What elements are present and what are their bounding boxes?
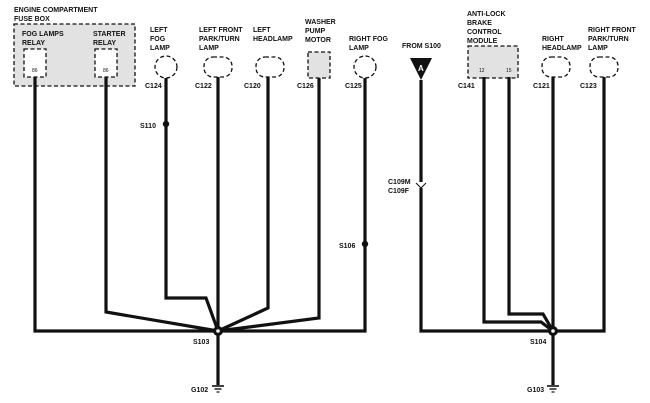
c126-label: C126 — [297, 83, 314, 90]
splice-s110 — [162, 120, 170, 128]
right-front-park-turn-lamp — [589, 56, 619, 78]
c124-label: C124 — [145, 83, 162, 90]
ground-g103-icon — [547, 385, 559, 393]
wire-left-fog-lamp — [164, 78, 220, 332]
abs-label-4: MODULE — [467, 38, 498, 45]
wire-s100-lower — [419, 188, 553, 333]
rf-park-turn-label-1: RIGHT FRONT — [588, 27, 637, 34]
fog-relay-pin: 86 — [32, 68, 38, 74]
starter-relay-label-2: RELAY — [93, 40, 116, 47]
washer-pump-motor — [307, 51, 331, 79]
fuse-box-title-2: FUSE BOX — [14, 16, 50, 23]
abs-pin-15: 15 — [506, 68, 512, 74]
c109-connector-icon — [415, 182, 427, 189]
abs-control-module — [467, 45, 519, 79]
c109m-label: C109M — [388, 179, 411, 186]
left-headlamp — [255, 56, 285, 78]
starter-relay-label-1: STARTER — [93, 31, 126, 38]
ground-g102-icon — [212, 385, 224, 393]
splice-s103-center — [216, 329, 220, 333]
washer-label-2: PUMP — [305, 28, 326, 35]
rf-park-turn-label-3: LAMP — [588, 45, 608, 52]
right-headlamp-label-1: RIGHT — [542, 36, 565, 43]
left-headlamp-label-2: HEADLAMP — [253, 36, 293, 43]
from-s100-symbol: A — [418, 64, 424, 73]
wire-fog-relay — [33, 77, 218, 333]
c123-label: C123 — [580, 83, 597, 90]
fuse-box-title-1: ENGINE COMPARTMENT — [14, 7, 98, 14]
wire-washer-pump — [217, 78, 321, 333]
wire-abs-pin-15 — [507, 77, 555, 332]
from-s100-label: FROM S100 — [402, 43, 441, 50]
wire-right-front-park-turn — [553, 77, 606, 333]
s104-label: S104 — [530, 339, 546, 346]
rf-park-turn-label-2: PARK/TURN — [588, 36, 629, 43]
washer-label-1: WASHER — [305, 19, 336, 26]
abs-label-1: ANTI-LOCK — [467, 11, 506, 18]
from-s100-arrow-icon — [410, 58, 432, 80]
c120-label: C120 — [244, 83, 261, 90]
g103-label: G103 — [527, 387, 544, 394]
splice-s104-center — [551, 329, 555, 333]
left-fog-lamp-label-2: FOG — [150, 36, 166, 43]
c122-label: C122 — [195, 83, 212, 90]
right-fog-lamp — [353, 55, 377, 79]
abs-label-2: BRAKE — [467, 20, 492, 27]
wire-left-headlamp — [217, 77, 270, 333]
right-headlamp — [541, 56, 571, 78]
abs-label-3: CONTROL — [467, 29, 502, 36]
fog-relay-label-1: FOG LAMPS — [22, 31, 64, 38]
wire-right-fog-lamp — [218, 78, 367, 333]
right-fog-lamp-label-1: RIGHT FOG — [349, 36, 388, 43]
lf-park-turn-label-2: PARK/TURN — [199, 36, 240, 43]
left-fog-lamp — [154, 55, 178, 79]
wire-starter-relay — [104, 77, 219, 333]
s106-label: S106 — [339, 243, 355, 250]
splice-s106 — [361, 240, 369, 248]
washer-label-3: MOTOR — [305, 37, 331, 44]
right-fog-lamp-label-2: LAMP — [349, 45, 369, 52]
abs-pin-12: 12 — [479, 68, 485, 74]
lf-park-turn-label-1: LEFT FRONT — [199, 27, 243, 34]
starter-relay-pin: 86 — [103, 68, 109, 74]
left-fog-lamp-label-3: LAMP — [150, 45, 170, 52]
left-headlamp-label-1: LEFT — [253, 27, 271, 34]
fog-relay-label-2: RELAY — [22, 40, 45, 47]
g102-label: G102 — [191, 387, 208, 394]
c109f-label: C109F — [388, 188, 410, 195]
left-front-park-turn-lamp — [203, 56, 233, 78]
c141-label: C141 — [458, 83, 475, 90]
s103-label: S103 — [193, 339, 209, 346]
c125-label: C125 — [345, 83, 362, 90]
s110-label: S110 — [140, 123, 156, 130]
wire-abs-pin-12 — [482, 77, 554, 333]
right-headlamp-label-2: HEADLAMP — [542, 45, 582, 52]
c121-label: C121 — [533, 83, 550, 90]
lf-park-turn-label-3: LAMP — [199, 45, 219, 52]
left-fog-lamp-label-1: LEFT — [150, 27, 168, 34]
